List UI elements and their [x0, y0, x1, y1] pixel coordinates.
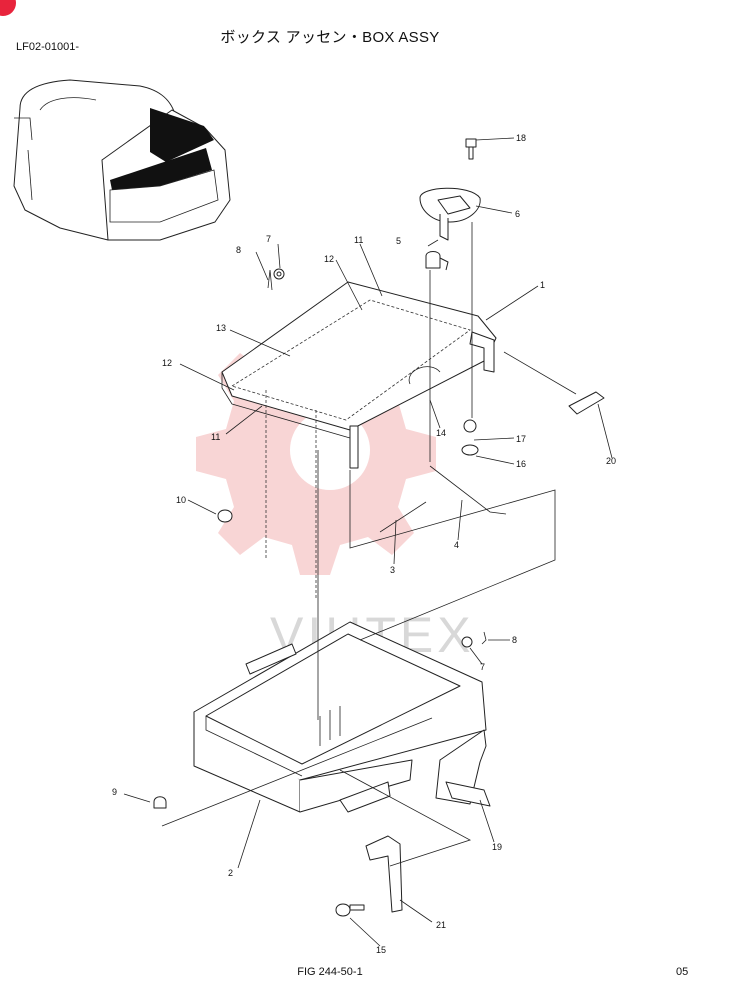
callout-7-upper: 7 — [266, 234, 271, 244]
callout-9: 9 — [112, 787, 117, 797]
clip-8-lower — [481, 631, 487, 645]
callout-11-upper: 11 — [354, 235, 363, 245]
bracket-21 — [365, 835, 403, 913]
callout-11-lower: 11 — [211, 432, 220, 442]
callout-17: 17 — [516, 434, 526, 444]
box-body — [193, 621, 491, 813]
callout-19: 19 — [492, 842, 502, 852]
callout-15: 15 — [376, 945, 386, 955]
callout-8-lower: 8 — [512, 635, 517, 645]
callout-4: 4 — [454, 540, 459, 550]
callout-8-upper: 8 — [236, 245, 241, 255]
callout-14: 14 — [436, 428, 446, 438]
callout-7-lower: 7 — [480, 662, 485, 672]
seat-thumbnail — [13, 79, 231, 241]
corner-marker — [0, 0, 16, 16]
rod-3 — [379, 501, 427, 533]
callout-13: 13 — [216, 323, 226, 333]
callout-16: 16 — [516, 459, 526, 469]
model-code: LF02-01001- — [16, 41, 79, 53]
callout-1: 1 — [540, 280, 545, 290]
box-lid — [221, 281, 497, 600]
callout-6: 6 — [515, 209, 520, 219]
bushing-16 — [461, 444, 479, 456]
lock-latch — [419, 187, 481, 241]
bolt-18 — [465, 138, 477, 160]
page-number: 05 — [676, 966, 689, 978]
callout-18: 18 — [516, 133, 526, 143]
callout-3: 3 — [390, 565, 395, 575]
callout-12-upper: 12 — [324, 254, 334, 264]
stopper-9 — [153, 796, 167, 809]
snap-ring-10 — [217, 509, 233, 523]
page-title: ボックス アッセン・BOX ASSY — [220, 29, 440, 46]
callout-21: 21 — [436, 920, 446, 930]
clip-8-upper — [267, 269, 273, 291]
washer-7-upper-hole — [276, 271, 282, 277]
stay-4 — [429, 465, 507, 515]
washer-17 — [463, 419, 477, 433]
callout-20: 20 — [606, 456, 616, 466]
callout-12-lower: 12 — [162, 358, 172, 368]
cushion-20 — [568, 391, 605, 415]
callout-5: 5 — [396, 236, 401, 246]
pin-5 — [425, 251, 449, 271]
washer-7-lower — [461, 636, 473, 648]
callout-10: 10 — [176, 495, 186, 505]
figure-number: FIG 244-50-1 — [297, 966, 363, 978]
callout-2: 2 — [228, 868, 233, 878]
bolt-15 — [335, 903, 365, 917]
